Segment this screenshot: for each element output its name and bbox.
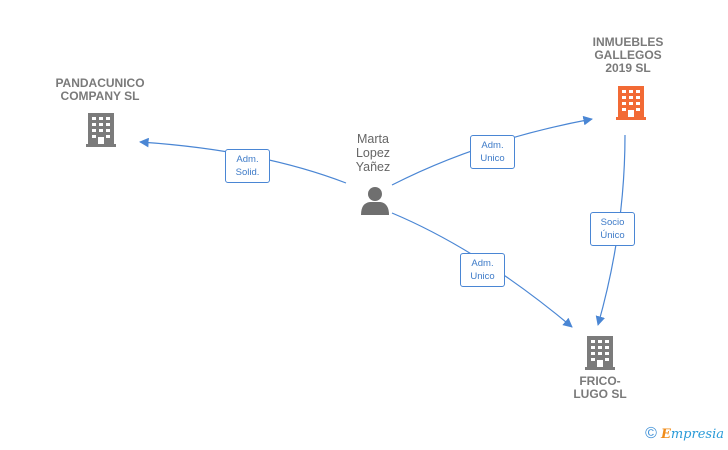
edge-label-adm-solid: Adm. Solid.: [225, 149, 270, 183]
company-label-inmuebles[interactable]: INMUEBLES GALLEGOS 2019 SL: [592, 35, 664, 75]
person-icon: [361, 187, 389, 215]
edge-label-adm-unico-fricolugo: Adm. Unico: [460, 253, 505, 287]
edge-label-adm-unico-inmuebles: Adm. Unico: [470, 135, 515, 169]
company-label-fricolugo[interactable]: FRICO- LUGO SL: [573, 374, 627, 401]
company-label-pandacunico[interactable]: PANDACUNICO COMPANY SL: [55, 76, 145, 103]
building-icon-highlight: [616, 86, 646, 120]
copyright-icon: ©: [645, 425, 657, 442]
brand-logo: Empresia: [660, 426, 724, 442]
brand-footer: © Empresia: [645, 426, 724, 442]
building-icon: [585, 336, 615, 370]
person-label[interactable]: Marta Lopez Yañez: [355, 132, 391, 174]
building-icon: [86, 113, 116, 147]
edge-label-socio-unico: Socio Único: [590, 212, 635, 246]
